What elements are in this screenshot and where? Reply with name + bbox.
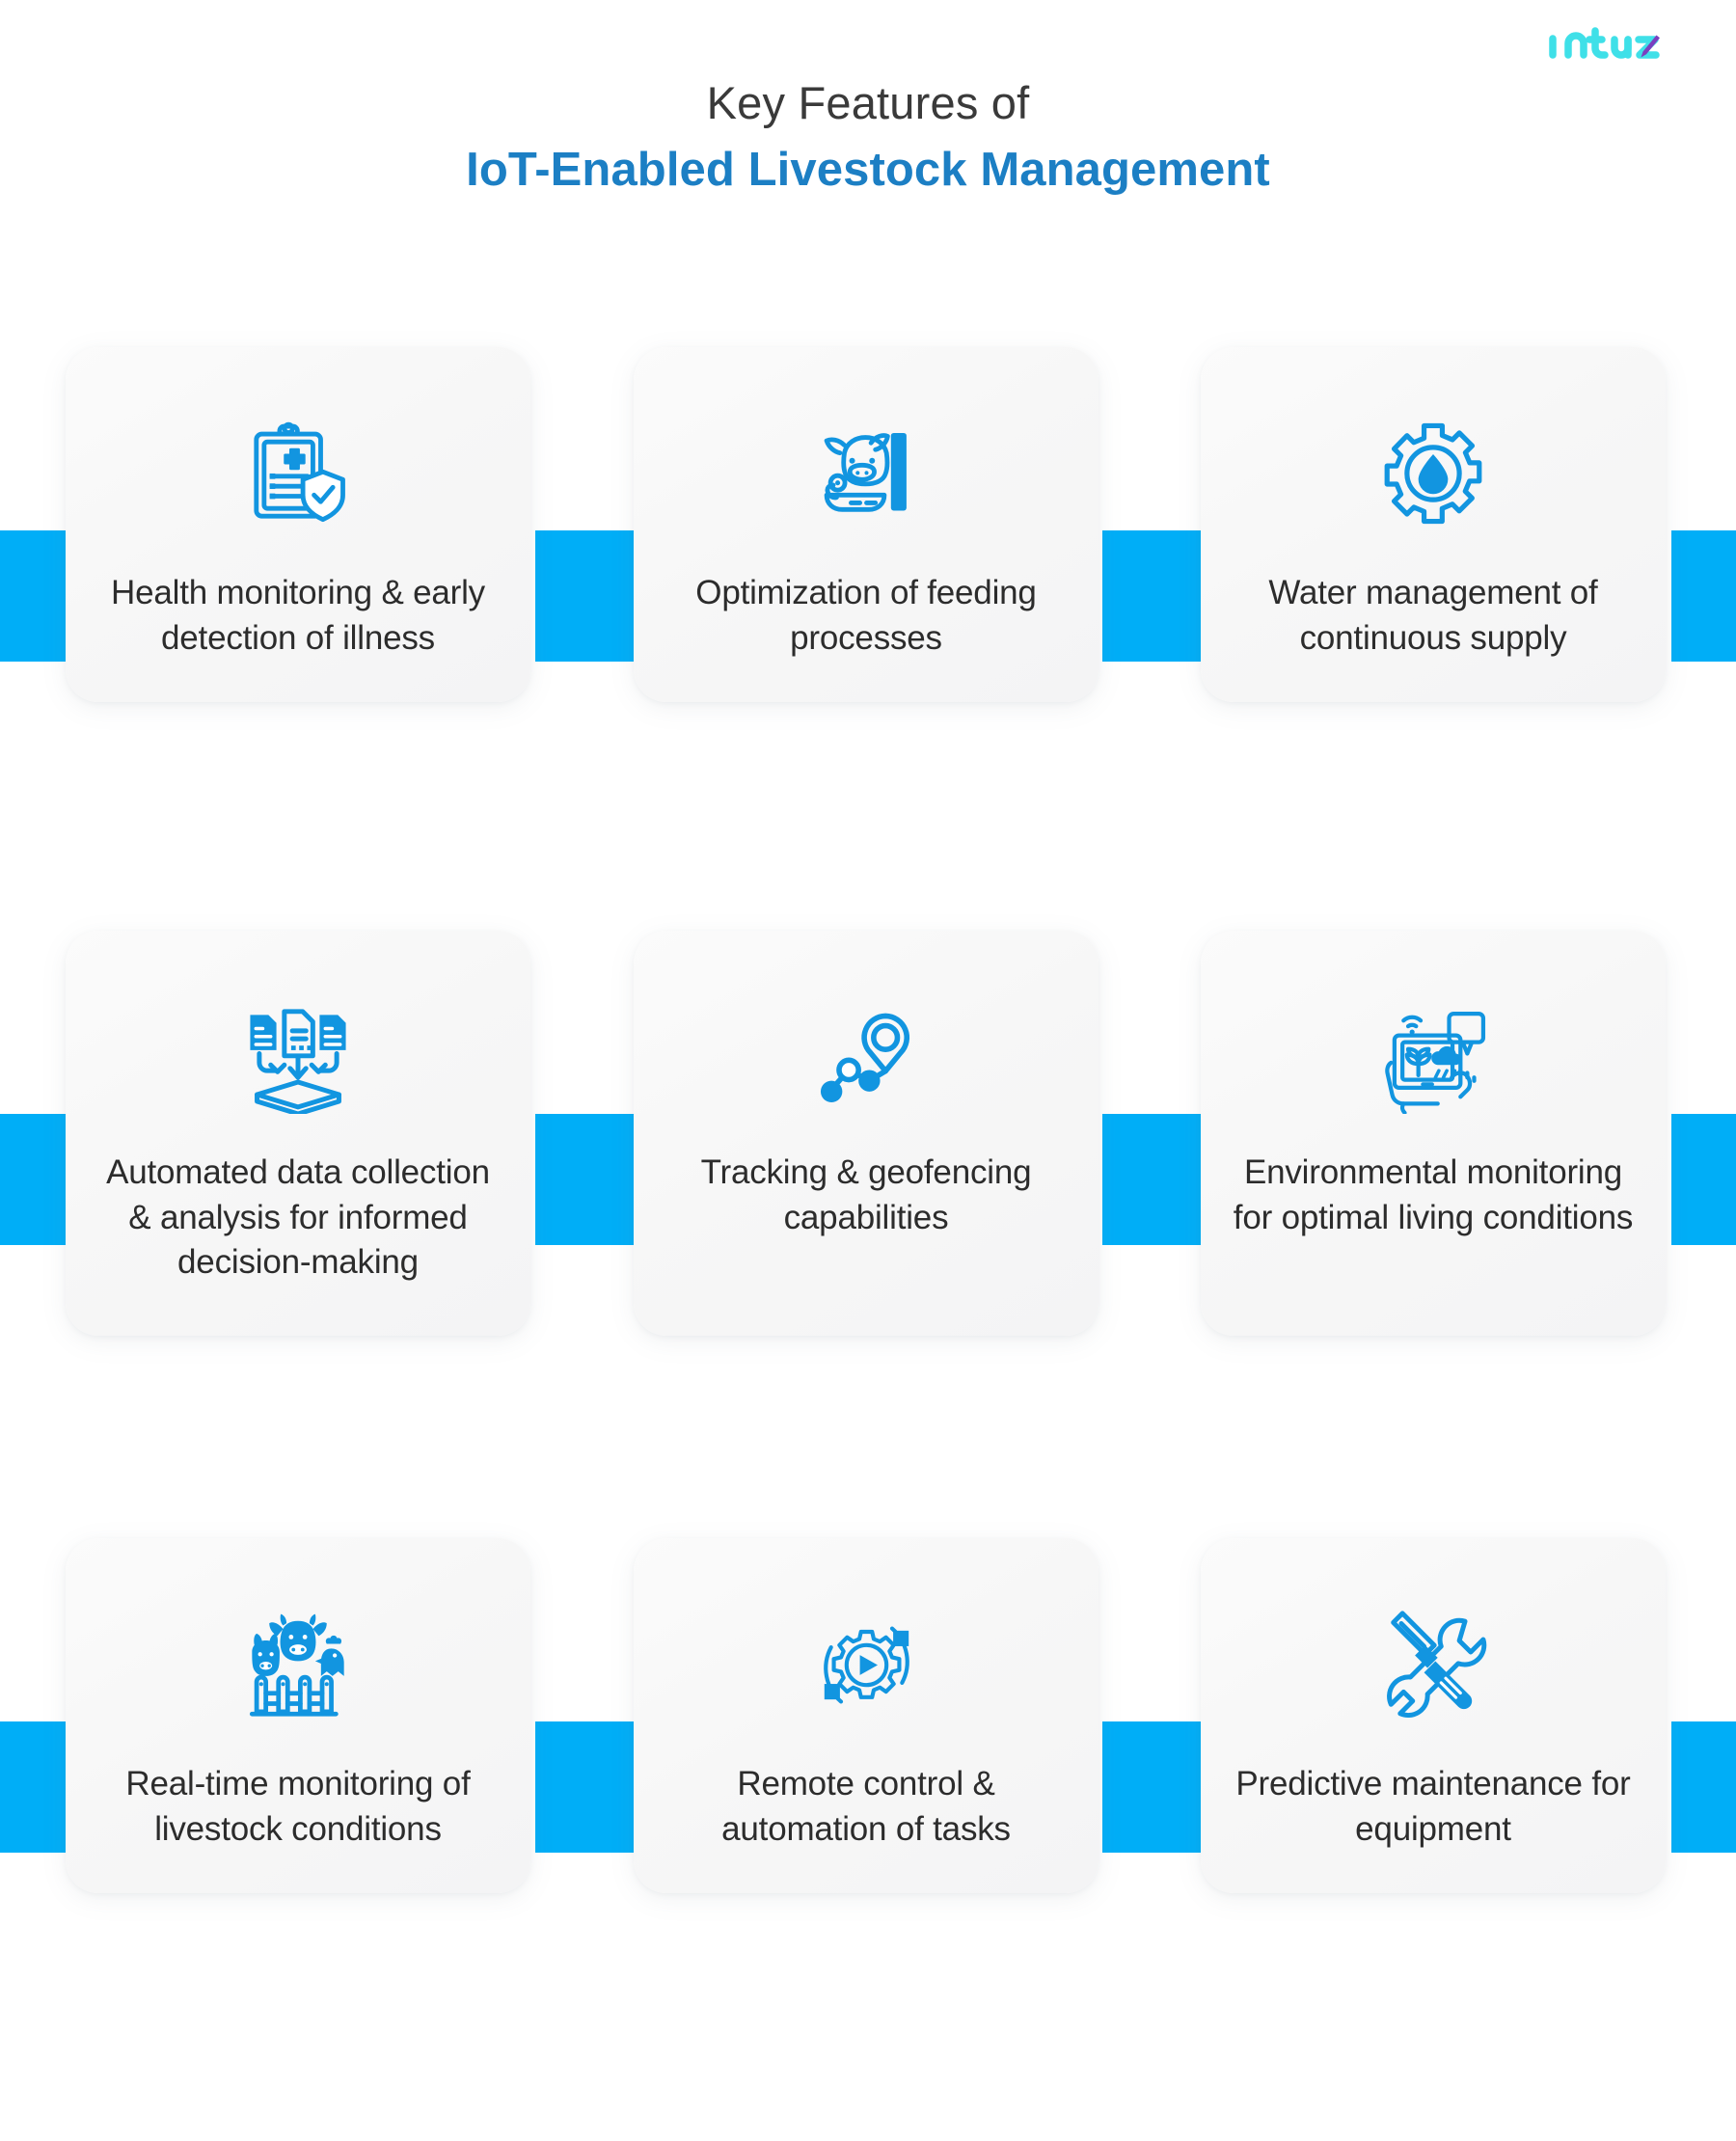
gear-water-drop-icon (1346, 401, 1520, 546)
accent-bar-mid1-row2 (535, 1114, 634, 1245)
page-title-line1: Key Features of (706, 77, 1030, 128)
accent-bar-left-row2 (0, 1114, 66, 1245)
feature-card-feeding-optimization[interactable]: Optimization of feeding processes (634, 347, 1099, 702)
medical-clipboard-shield-icon (211, 401, 385, 546)
map-pin-route-icon (779, 985, 953, 1129)
accent-bar-right-row2 (1671, 1114, 1736, 1245)
feature-card-water-management[interactable]: Water management of continuous supply (1201, 347, 1666, 702)
logo-accent-stroke (1641, 35, 1660, 58)
feature-card-predictive-maintenance[interactable]: Predictive maintenance for equipment (1201, 1538, 1666, 1893)
tablet-plant-weather-icon (1346, 985, 1520, 1129)
feature-grid: Health monitoring & early detection of i… (0, 347, 1736, 2122)
feature-card-environmental-monitoring[interactable]: Environmental monitoring for optimal liv… (1201, 931, 1666, 1336)
feature-card-label: Water management of continuous supply (1268, 574, 1598, 657)
intuz-logo-mark (1549, 27, 1660, 59)
accent-bar-mid2-row1 (1102, 530, 1201, 662)
feature-card-label: Predictive maintenance for equipment (1235, 1765, 1631, 1848)
feature-card-tracking-geofencing[interactable]: Tracking & geofencing capabilities (634, 931, 1099, 1336)
feature-card-label: Automated data collection & analysis for… (106, 1153, 490, 1282)
feature-card-label: Environmental monitoring for optimal liv… (1233, 1153, 1634, 1236)
feature-card-remote-control[interactable]: Remote control & automation of tasks (634, 1538, 1099, 1893)
feature-card-label: Real-time monitoring of livestock condit… (125, 1765, 471, 1848)
accent-bar-left-row1 (0, 530, 66, 662)
accent-bar-mid1-row3 (535, 1721, 634, 1853)
feature-card-automated-data[interactable]: Automated data collection & analysis for… (66, 931, 530, 1336)
page-header: Key Features of IoT-Enabled Livestock Ma… (0, 75, 1736, 202)
farm-animals-fence-icon (211, 1592, 385, 1737)
accent-bar-right-row3 (1671, 1721, 1736, 1853)
accent-bar-mid2-row2 (1102, 1114, 1201, 1245)
feature-card-label: Tracking & geofencing capabilities (700, 1153, 1032, 1236)
accent-bar-right-row1 (1671, 530, 1736, 662)
feature-card-health-monitoring[interactable]: Health monitoring & early detection of i… (66, 347, 530, 702)
gear-play-orbit-icon (779, 1592, 953, 1737)
page-title-line2: IoT-Enabled Livestock Management (466, 143, 1270, 196)
accent-bar-mid2-row3 (1102, 1721, 1201, 1853)
wrench-screwdriver-icon (1346, 1592, 1520, 1737)
feature-row-3: Real-time monitoring of livestock condit… (0, 1538, 1736, 2122)
feature-card-label: Remote control & automation of tasks (721, 1765, 1011, 1848)
intuz-logo (1545, 21, 1661, 66)
cow-feeding-trough-icon (779, 401, 953, 546)
feature-card-label: Optimization of feeding processes (695, 574, 1037, 657)
feature-row-2: Automated data collection & analysis for… (0, 931, 1736, 1538)
documents-to-storage-icon (211, 985, 385, 1129)
feature-card-realtime-monitoring[interactable]: Real-time monitoring of livestock condit… (66, 1538, 530, 1893)
accent-bar-left-row3 (0, 1721, 66, 1853)
feature-card-label: Health monitoring & early detection of i… (111, 574, 485, 657)
accent-bar-mid1-row1 (535, 530, 634, 662)
feature-row-1: Health monitoring & early detection of i… (0, 347, 1736, 931)
